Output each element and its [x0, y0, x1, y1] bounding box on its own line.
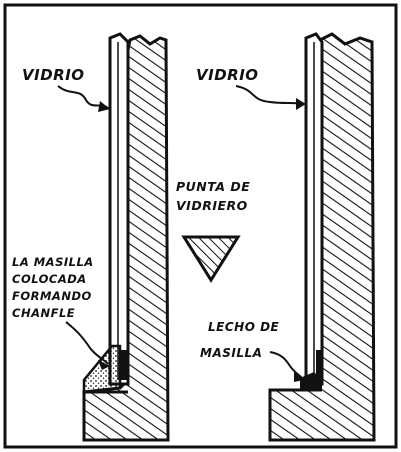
point-label-line1: PUNTA DE: [176, 179, 250, 194]
putty-label-line3: FORMANDO: [12, 289, 92, 303]
right-glass-label: VIDRIO: [196, 66, 259, 84]
bed-label-line2: MASILLA: [200, 346, 262, 360]
leader-lines: [57, 85, 305, 379]
glazier-point-triangle: [181, 235, 241, 283]
left-glazing-point: [120, 350, 128, 380]
right-putty-bed: [300, 372, 322, 390]
putty-label-line4: CHANFLE: [12, 306, 75, 320]
right-glass-leader: [235, 85, 305, 105]
bed-label-line1: LECHO DE: [208, 320, 280, 334]
outer-frame: [3, 3, 398, 449]
putty-leader: [65, 321, 109, 365]
left-detail: [82, 32, 170, 442]
left-glass-pane: [108, 32, 130, 386]
leader-arrowheads: [98, 98, 306, 382]
putty-label-line2: COLOCADA: [12, 272, 87, 286]
left-glass-label: VIDRIO: [22, 66, 85, 84]
right-glazing-point: [316, 350, 323, 380]
putty-label-line1: LA MASILLA: [12, 255, 94, 269]
right-detail: [268, 32, 376, 442]
point-label-line2: VIDRIERO: [176, 198, 248, 213]
bed-leader: [269, 351, 303, 379]
